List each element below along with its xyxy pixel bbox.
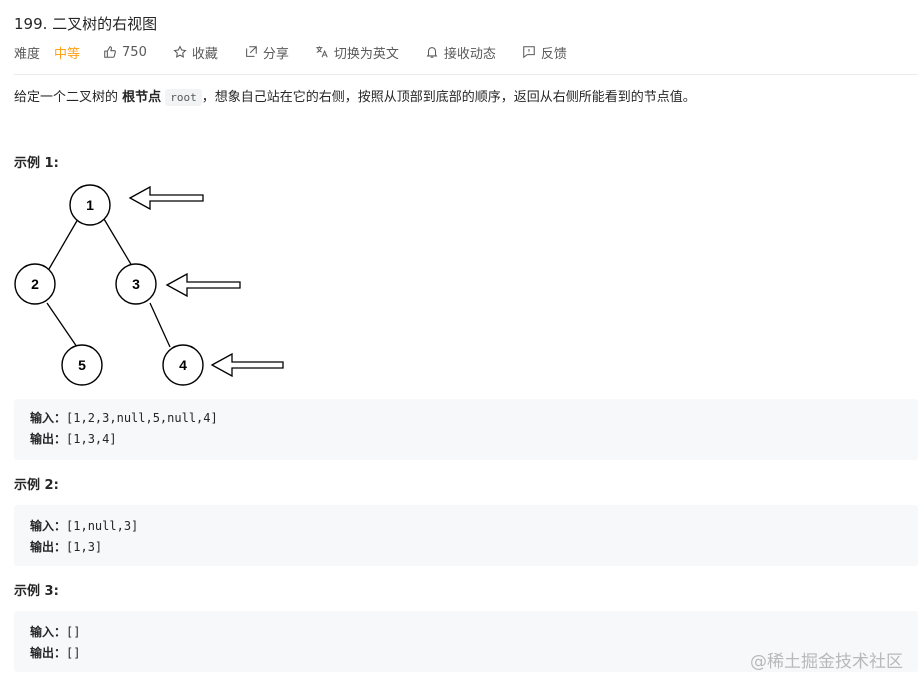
tree-node-3-label: 3 <box>132 276 140 292</box>
right-view-arrow-2 <box>165 272 241 298</box>
tree-node-5: 5 <box>61 344 103 386</box>
problem-meta-bar: 难度 中等 750 收藏 分享 切换为英文 <box>14 42 567 62</box>
tree-node-5-label: 5 <box>78 357 86 373</box>
example-2-input-value: [1,null,3] <box>66 519 139 533</box>
example-3-output-value: [] <box>66 646 81 660</box>
tree-node-3: 3 <box>115 263 157 305</box>
subscribe-button[interactable]: 接收动态 <box>425 43 496 62</box>
header-divider <box>14 74 918 75</box>
example-1-code: 输入：[1,2,3,null,5,null,4] 输出：[1,3,4] <box>14 399 918 460</box>
tree-edge-3-4 <box>149 302 171 348</box>
example-3-input-label: 输入： <box>30 625 67 639</box>
description-inline-code: root <box>165 89 202 106</box>
description-bold-term: 根节点 <box>122 90 162 105</box>
tree-node-4-label: 4 <box>179 357 187 373</box>
example-1-input-value: [1,2,3,null,5,null,4] <box>66 411 218 425</box>
example-3-output-label: 输出： <box>30 646 67 660</box>
like-count: 750 <box>122 44 147 60</box>
tree-node-4: 4 <box>162 344 204 386</box>
example-2-output-label: 输出： <box>30 540 67 554</box>
example-2-title: 示例 2: <box>14 478 59 493</box>
tree-node-1: 1 <box>69 184 111 226</box>
example-1-input-label: 输入： <box>30 411 67 425</box>
collect-button[interactable]: 收藏 <box>173 43 218 62</box>
example-3-code: 输入：[] 输出：[] <box>14 611 918 672</box>
tree-node-2-label: 2 <box>31 276 39 292</box>
tree-node-2: 2 <box>14 263 56 305</box>
feedback-label: 反馈 <box>540 46 567 62</box>
tree-edge-1-2 <box>48 218 79 270</box>
right-view-arrow-3 <box>210 352 284 378</box>
like-button[interactable]: 750 <box>103 45 147 60</box>
example-3-input-value: [] <box>66 625 81 639</box>
difficulty-badge: 中等 <box>54 46 81 62</box>
bell-icon <box>425 45 439 59</box>
share-button[interactable]: 分享 <box>244 43 289 62</box>
share-icon <box>244 45 258 59</box>
subscribe-label: 接收动态 <box>443 46 496 62</box>
problem-title: 199. 二叉树的右视图 <box>14 15 158 33</box>
example-2-code: 输入：[1,null,3] 输出：[1,3] <box>14 505 918 566</box>
star-icon <box>173 45 187 59</box>
difficulty-label: 难度 <box>14 46 41 62</box>
feedback-icon <box>522 45 536 59</box>
problem-description: 给定一个二叉树的 根节点 root，想象自己站在它的右侧，按照从顶部到底部的顺序… <box>14 88 696 108</box>
binary-tree-diagram: 1 2 3 5 4 <box>14 184 284 386</box>
collect-label: 收藏 <box>191 46 218 62</box>
share-label: 分享 <box>262 46 289 62</box>
description-text-1: 给定一个二叉树的 <box>14 90 123 105</box>
example-1-output-value: [1,3,4] <box>66 432 117 446</box>
feedback-button[interactable]: 反馈 <box>522 43 567 62</box>
tree-edge-1-3 <box>103 218 133 267</box>
thumbs-up-icon <box>103 45 117 59</box>
example-1-title: 示例 1: <box>14 156 59 171</box>
example-2-input-label: 输入： <box>30 519 67 533</box>
tree-node-1-label: 1 <box>86 197 94 213</box>
translate-icon <box>315 45 329 59</box>
description-text-2: ，想象自己站在它的右侧，按照从顶部到底部的顺序，返回从右侧所能看到的节点值。 <box>201 90 696 105</box>
example-3-title: 示例 3: <box>14 584 59 599</box>
tree-edge-2-5 <box>46 302 78 348</box>
right-view-arrow-1 <box>128 185 204 211</box>
switch-language-label: 切换为英文 <box>333 46 399 62</box>
example-1-output-label: 输出： <box>30 432 67 446</box>
watermark: @稀土掘金技术社区 <box>750 652 903 672</box>
switch-language-button[interactable]: 切换为英文 <box>315 43 399 62</box>
example-2-output-value: [1,3] <box>66 540 103 554</box>
